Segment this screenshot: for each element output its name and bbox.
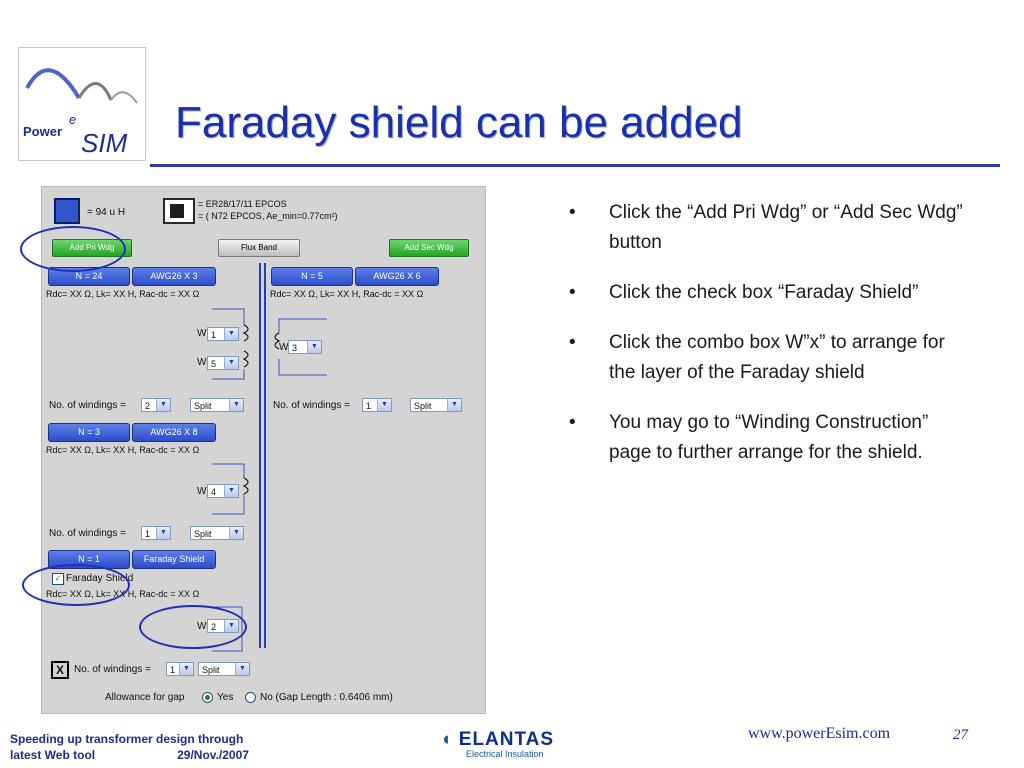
pri1-w1-label: W [197, 328, 207, 339]
separator-line [264, 263, 266, 648]
chevron-down-icon: ▼ [229, 527, 243, 539]
gap-no-label: No (Gap Length : 0.6406 mm) [260, 692, 393, 703]
pri1-wire-button[interactable]: AWG26 X 3 [132, 267, 216, 286]
sec1-windings-select[interactable]: 1▼ [362, 398, 392, 412]
pri1-windings-select[interactable]: 2▼ [141, 398, 171, 412]
sec1-turns-button[interactable]: N = 5 [271, 267, 353, 286]
pri1-windings-label: No. of windings = [49, 400, 126, 411]
chevron-down-icon: ▼ [156, 399, 170, 411]
shield-windings-label: No. of windings = [74, 664, 151, 675]
pri1-winding-diagram [212, 308, 249, 380]
pri1-w2-label: W [197, 357, 207, 368]
pri2-resistance-text: Rdc= XX Ω, Lk= XX H, Rac-dc = XX Ω [46, 445, 200, 455]
page-number: 27 [953, 727, 968, 743]
footer-date: 29/Nov./2007 [177, 748, 249, 762]
delete-winding-x-button[interactable]: X [51, 661, 69, 679]
inductor-icon[interactable] [54, 198, 80, 224]
pri2-winding-diagram [212, 463, 249, 515]
pri2-wire-button[interactable]: AWG26 X 8 [132, 423, 216, 442]
app-screenshot-panel: = 94 u H = ER28/17/11 EPCOS = ( N72 EPCO… [41, 186, 486, 714]
highlight-add-pri-oval [20, 226, 126, 272]
chevron-down-icon: ▼ [224, 328, 238, 340]
pri2-w1-label: W [197, 486, 207, 497]
highlight-checkbox-oval [22, 564, 130, 606]
chevron-down-icon: ▼ [307, 341, 321, 353]
pri1-split-select[interactable]: Split▼ [190, 398, 244, 412]
logo-e-text: e [69, 112, 77, 127]
sec1-w1-label: W [279, 342, 289, 353]
title-divider [150, 164, 1000, 167]
shield-split-select[interactable]: Split▼ [198, 662, 250, 676]
gap-no-radio[interactable] [245, 692, 256, 703]
chevron-down-icon: ▼ [179, 663, 193, 675]
sec1-w1-select[interactable]: 3▼ [288, 340, 322, 354]
shield-name-button[interactable]: Faraday Shield [132, 550, 216, 569]
logo-sim-text: SIM [81, 128, 128, 158]
footer-line1: Speeding up transformer design through [10, 732, 244, 746]
gap-allowance-label: Allowance for gap [105, 692, 185, 703]
gap-yes-radio[interactable] [202, 692, 213, 703]
core-name: = ER28/17/11 EPCOS [198, 199, 287, 209]
chevron-down-icon: ▼ [224, 485, 238, 497]
chevron-down-icon: ▼ [447, 399, 461, 411]
core-icon[interactable] [163, 198, 195, 224]
add-sec-wdg-button[interactable]: Add Sec Wdg [389, 239, 469, 257]
logo-power-text: Power [23, 124, 63, 139]
sec1-winding-diagram [274, 318, 327, 376]
gap-yes-label: Yes [217, 692, 234, 703]
pri1-w1-select[interactable]: 1▼ [207, 327, 239, 341]
bullet-item: •Click the combo box W”x” to arrange for… [569, 332, 945, 383]
elantas-logo: ◖ ELANTAS Electrical Insulation [440, 729, 555, 759]
chevron-down-icon: ▼ [229, 399, 243, 411]
footer-url[interactable]: www.powerEsim.com [748, 725, 891, 742]
pri2-split-select[interactable]: Split▼ [190, 526, 244, 540]
sec1-resistance-text: Rdc= XX Ω, Lk= XX H, Rac-dc = XX Ω [270, 289, 424, 299]
chevron-down-icon: ▼ [377, 399, 391, 411]
bullet-list: •Click the “Add Pri Wdg” or “Add Sec Wdg… [569, 198, 969, 488]
pri2-windings-label: No. of windings = [49, 528, 126, 539]
highlight-combo-oval [139, 605, 247, 649]
chevron-down-icon: ▼ [156, 527, 170, 539]
logo-swoosh-icon [25, 68, 138, 104]
pri1-w2-select[interactable]: 5▼ [207, 356, 239, 370]
chevron-down-icon: ▼ [224, 357, 238, 369]
sec1-wire-button[interactable]: AWG26 X 6 [355, 267, 439, 286]
chevron-down-icon: ▼ [235, 663, 249, 675]
pri2-turns-button[interactable]: N = 3 [48, 423, 130, 442]
bullet-item: •Click the check box “Faraday Shield” [569, 282, 919, 303]
shield-windings-select[interactable]: 1▼ [166, 662, 194, 676]
bullet-item: •You may go to “Winding Construction” pa… [569, 412, 929, 463]
footer-caption: Speeding up transformer design through l… [10, 731, 249, 763]
flux-band-button[interactable]: Flux Band [218, 239, 300, 257]
pri1-resistance-text: Rdc= XX Ω, Lk= XX H, Rac-dc = XX Ω [46, 289, 200, 299]
elantas-c-icon: ◖ [440, 729, 453, 750]
bullet-item: •Click the “Add Pri Wdg” or “Add Sec Wdg… [569, 202, 963, 253]
pri2-w1-select[interactable]: 4▼ [207, 484, 239, 498]
pri2-windings-select[interactable]: 1▼ [141, 526, 171, 540]
sec1-split-select[interactable]: Split▼ [410, 398, 462, 412]
separator-line [259, 263, 261, 648]
sec1-windings-label: No. of windings = [273, 400, 350, 411]
inductance-value: = 94 u H [87, 207, 126, 218]
core-material: = ( N72 EPCOS, Ae_min=0.77cm²) [198, 211, 338, 221]
powere-sim-logo: Power e SIM [18, 47, 146, 161]
slide-title: Faraday shield can be added [175, 98, 743, 147]
